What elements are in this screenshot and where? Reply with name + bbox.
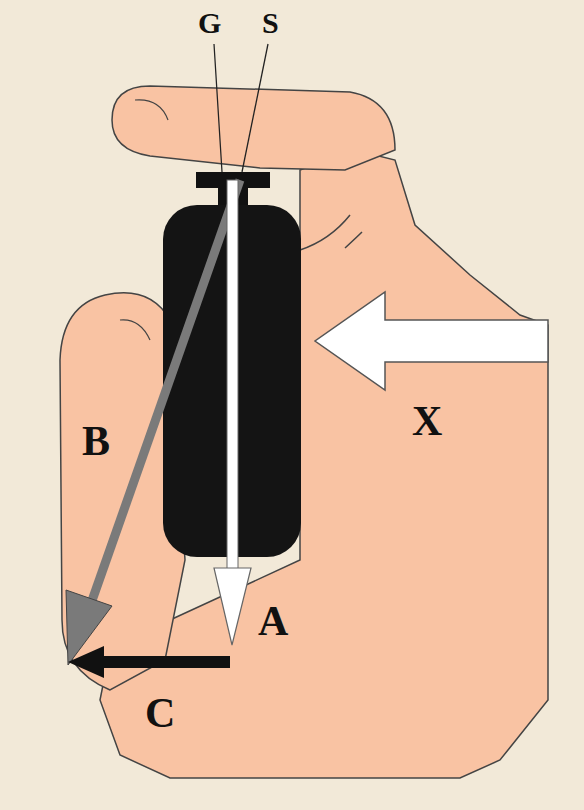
force-label: C [145, 692, 175, 734]
leader-line [242, 44, 268, 172]
arrowhead [68, 646, 104, 678]
force-arrow-b [88, 180, 240, 612]
force-label: X [412, 400, 442, 442]
fingernail [120, 320, 150, 340]
arrowhead [214, 568, 251, 645]
force-arrow-c [100, 656, 230, 668]
top-finger [112, 86, 395, 170]
force-label: A [258, 600, 288, 642]
fingernail [135, 100, 168, 120]
leader-line [214, 44, 222, 172]
skin-crease [300, 215, 362, 250]
point-label: G [198, 8, 221, 38]
force-label: B [82, 420, 110, 462]
hand-palm [100, 150, 548, 778]
force-arrow-a [227, 180, 238, 570]
force-arrow-x [315, 292, 548, 390]
point-label: S [262, 8, 279, 38]
